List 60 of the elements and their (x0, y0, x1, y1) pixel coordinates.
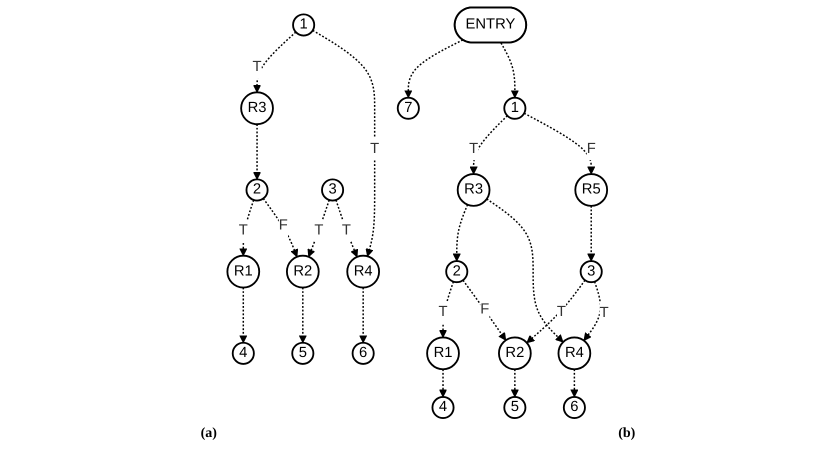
node-circle: 6 (352, 342, 375, 365)
node-circle: 5 (291, 342, 314, 365)
edge-label: T (370, 140, 380, 156)
node-circle: R4 (558, 336, 592, 370)
arrow (298, 288, 307, 344)
node-circle: 1 (292, 13, 316, 36)
arrow (438, 281, 454, 338)
edge-label: T (252, 59, 262, 75)
arrow (462, 280, 506, 341)
node-circle: 1 (503, 96, 526, 120)
edge-label: F (480, 302, 490, 318)
edge-label: F (278, 218, 288, 234)
node-circle: 4 (232, 342, 255, 365)
arrow (252, 32, 296, 93)
arrow (404, 39, 464, 98)
arrow (510, 369, 519, 398)
arrow (307, 200, 330, 258)
node-circle: 3 (580, 260, 603, 284)
edge-label: T (314, 222, 324, 238)
node-circle: R5 (574, 173, 608, 207)
arrow (262, 198, 298, 258)
node-circle: R1 (426, 336, 460, 370)
arrow (584, 281, 602, 341)
node-circle: R2 (286, 254, 320, 288)
panel-caption: (b) (618, 426, 636, 443)
node-circle: R4 (346, 254, 380, 288)
arrow (524, 112, 596, 174)
node-circle: R1 (226, 254, 260, 288)
node-circle: 3 (321, 178, 344, 202)
node-circle: 4 (431, 396, 454, 420)
arrow (239, 200, 254, 256)
arrow (486, 198, 564, 342)
edge-label: T (469, 140, 478, 156)
arrow (359, 288, 368, 344)
edge-label: T (342, 222, 351, 238)
node-circle: 2 (246, 178, 268, 202)
node-circle: 2 (445, 260, 468, 284)
edge-label: T (556, 304, 566, 320)
edge-label: T (600, 305, 609, 321)
node-circle: R3 (456, 173, 490, 207)
arrow (438, 369, 448, 398)
arrow (452, 204, 468, 262)
arrow (570, 369, 578, 398)
node-circle: R2 (498, 336, 532, 370)
node-circle: R3 (240, 91, 274, 126)
arrow (335, 200, 358, 258)
arrow (500, 42, 519, 98)
arrow (470, 115, 508, 174)
arrow (526, 280, 586, 344)
edge-label: T (438, 304, 448, 320)
node-circle: 5 (503, 396, 526, 420)
edge-label: F (586, 140, 596, 156)
arrow (312, 30, 376, 257)
panel-caption: (a) (200, 426, 217, 443)
node-circle: 7 (396, 96, 420, 120)
edge-label: T (238, 222, 248, 238)
arrow (239, 288, 248, 344)
arrow (252, 124, 262, 180)
arrow (587, 206, 596, 262)
node-circle: 6 (562, 396, 586, 420)
